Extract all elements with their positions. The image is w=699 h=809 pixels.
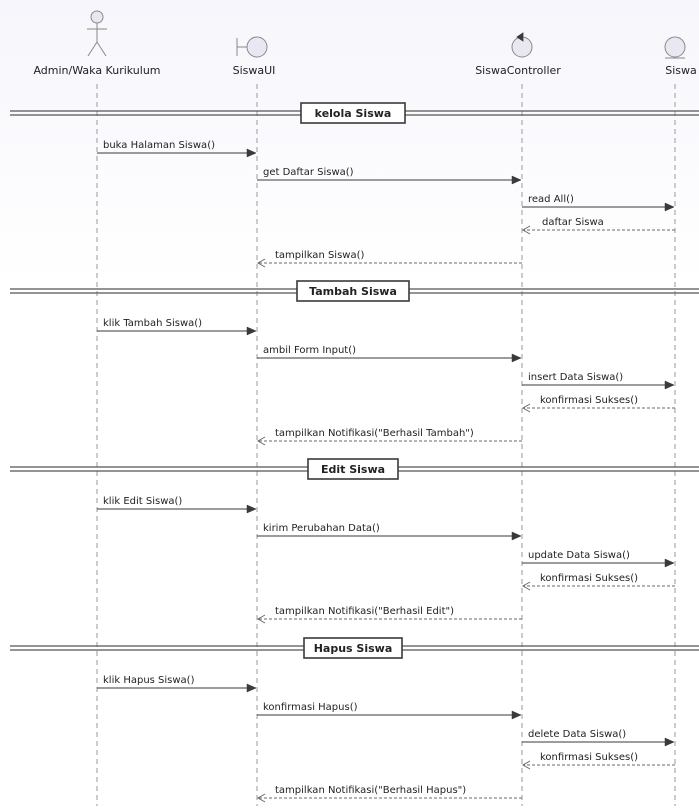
- message-label: buka Halaman Siswa(): [103, 140, 215, 151]
- message-arrowhead: [246, 326, 257, 336]
- message-label: tampilkan Notifikasi("Berhasil Hapus"): [275, 785, 466, 796]
- message-arrowhead: [664, 380, 675, 390]
- entity-circle-icon: [664, 36, 686, 58]
- message-label: get Daftar Siswa(): [263, 167, 354, 178]
- message-arrowhead: [664, 558, 675, 568]
- group-title-box: [300, 102, 406, 124]
- actor-leg-left-icon: [87, 41, 98, 57]
- participant-label: SiswaUI: [233, 64, 276, 77]
- message-label: read All(): [528, 194, 574, 205]
- group-title: kelola Siswa: [315, 107, 392, 120]
- message-label: update Data Siswa(): [528, 550, 630, 561]
- message-arrowhead: [246, 504, 257, 514]
- message-arrowhead: [246, 683, 257, 693]
- message-arrowhead: [521, 581, 531, 591]
- message-arrowhead: [664, 737, 675, 747]
- message-label: konfirmasi Sukses(): [540, 573, 638, 584]
- participant-label: Siswa: [665, 64, 697, 77]
- message-arrowhead: [511, 353, 522, 363]
- message-arrowhead: [256, 258, 266, 268]
- message-label: tampilkan Notifikasi("Berhasil Tambah"): [275, 428, 474, 439]
- message-arrowhead: [664, 202, 675, 212]
- message-arrowhead: [521, 225, 531, 235]
- message-label: konfirmasi Sukses(): [540, 395, 638, 406]
- message-label: daftar Siswa: [542, 217, 604, 228]
- group-title: Edit Siswa: [321, 463, 385, 476]
- message-arrowhead: [521, 403, 531, 413]
- participant-label: SiswaController: [475, 64, 561, 77]
- group-title-box: [296, 280, 410, 302]
- message-label: kirim Perubahan Data(): [263, 523, 380, 534]
- message-arrowhead: [511, 531, 522, 541]
- message-label: konfirmasi Sukses(): [540, 752, 638, 763]
- message-arrowhead: [511, 710, 522, 720]
- message-label: tampilkan Notifikasi("Berhasil Edit"): [275, 606, 454, 617]
- message-label: konfirmasi Hapus(): [263, 702, 358, 713]
- message-arrowhead: [256, 793, 266, 803]
- control-arrow-icon: [516, 32, 524, 42]
- participant-label: Admin/Waka Kurikulum: [33, 64, 160, 77]
- message-arrowhead: [511, 175, 522, 185]
- group-title-box: [303, 637, 403, 659]
- message-arrowhead: [246, 148, 257, 158]
- message-label: ambil Form Input(): [263, 345, 356, 356]
- boundary-circle-icon: [246, 36, 268, 58]
- message-arrowhead: [256, 614, 266, 624]
- message-label: delete Data Siswa(): [528, 729, 626, 740]
- message-label: klik Edit Siswa(): [103, 496, 182, 507]
- group-title: Tambah Siswa: [309, 285, 397, 298]
- message-label: tampilkan Siswa(): [275, 250, 364, 261]
- group-title: Hapus Siswa: [314, 642, 393, 655]
- group-title-box: [307, 458, 399, 480]
- actor-leg-right-icon: [96, 41, 107, 57]
- actor-head-icon: [90, 10, 104, 24]
- message-label: klik Tambah Siswa(): [103, 318, 202, 329]
- message-arrowhead: [256, 436, 266, 446]
- message-label: insert Data Siswa(): [528, 372, 623, 383]
- message-label: klik Hapus Siswa(): [103, 675, 195, 686]
- message-arrowhead: [521, 760, 531, 770]
